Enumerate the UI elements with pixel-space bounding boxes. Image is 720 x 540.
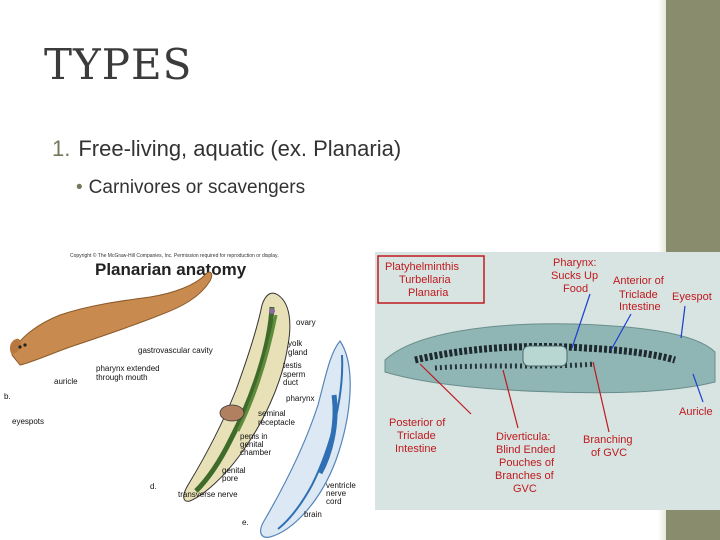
taxonomy-box	[377, 255, 485, 304]
label-anterior-2: Triclade	[619, 289, 658, 301]
arrow	[571, 293, 591, 349]
label-eyespot: Eyespot	[672, 291, 712, 303]
label-gastrovascular-cavity: gastrovascular cavity	[138, 346, 213, 355]
pharynx-shape	[219, 404, 245, 422]
planaria-head	[9, 338, 21, 355]
label-eyespots: eyespots	[12, 417, 44, 426]
label-genital-pore: genital	[222, 466, 246, 475]
label-penis-2: genital	[240, 440, 264, 449]
nervous-system-diagram	[260, 339, 351, 538]
planaria-micrograph: Platyhelminthis Turbellaria Planaria Pha…	[375, 252, 720, 510]
label-transverse-nerve: transverse nerve	[178, 490, 238, 499]
arrow	[419, 363, 472, 415]
gvc-branches	[414, 343, 677, 364]
label-diverticula-2: Blind Ended	[496, 444, 555, 456]
label-ventricle-nerve-cord: ventricle	[326, 481, 356, 490]
taxonomy-phylum: Platyhelminthis	[385, 261, 459, 273]
label-anterior: Anterior of	[613, 275, 665, 287]
label-diverticula: Diverticula:	[496, 431, 550, 443]
label-auricle: auricle	[54, 377, 78, 386]
label-branching-2: of GVC	[591, 447, 627, 459]
label-diverticula-4: Branches of	[495, 470, 555, 482]
label-penis: penis in	[240, 432, 268, 441]
taxonomy-class: Turbellaria	[399, 274, 451, 286]
planaria-photo	[11, 271, 213, 366]
pharynx-shape	[522, 345, 568, 367]
bullet-2: •Carnivores or scavengers	[76, 177, 305, 199]
arrow	[502, 369, 519, 429]
label-penis-3: chamber	[240, 448, 271, 457]
label-sperm-duct: sperm	[283, 370, 306, 379]
label-brain: brain	[304, 510, 322, 519]
label-diverticula-5: GVC	[513, 483, 537, 495]
arrow	[592, 361, 610, 433]
label-pharynx-extended: pharynx extended	[96, 364, 160, 373]
slide-title: TYPES	[44, 40, 193, 89]
label-pharynx-2: Sucks Up	[551, 270, 598, 282]
arrow	[610, 313, 632, 351]
label-sperm-duct-2: duct	[283, 378, 299, 387]
label-ventricle-nerve-cord-3: cord	[326, 497, 342, 506]
gut-branch	[194, 306, 275, 493]
bullet-1: 1. Free-living, aquatic (ex. Planaria)	[52, 136, 401, 162]
label-seminal-receptacle-2: receptacle	[258, 418, 295, 427]
annotation-arrows-blue	[571, 293, 704, 403]
label-b: b.	[4, 392, 11, 401]
eyespot-mark	[18, 345, 22, 349]
label-diverticula-3: Pouches of	[499, 457, 555, 469]
label-testis: testis	[283, 361, 302, 370]
label-posterior-2: Triclade	[397, 430, 436, 442]
label-pharynx-3: Food	[563, 283, 588, 295]
label-seminal-receptacle: seminal	[258, 409, 286, 418]
bullet-1-number: 1.	[52, 136, 71, 161]
label-pharynx-extended-2: through mouth	[96, 373, 148, 382]
bullet-1-text: Free-living, aquatic (ex. Planaria)	[78, 136, 402, 161]
label-pharynx: Pharynx:	[553, 257, 596, 269]
label-genital-pore-2: pore	[222, 474, 239, 483]
label-branching: Branching	[583, 434, 633, 446]
copyright-note: Copyright © The McGraw-Hill Companies, I…	[70, 252, 279, 259]
label-ventricle-nerve-cord-2: nerve	[326, 489, 347, 498]
label-posterior-3: Intestine	[395, 443, 437, 455]
label-ovary: ovary	[296, 318, 316, 327]
gvc-branches	[434, 361, 596, 371]
label-yolk-gland-2: gland	[288, 348, 308, 357]
label-pharynx: pharynx	[286, 394, 314, 403]
label-e: e.	[242, 518, 249, 527]
label-anterior-3: Intestine	[619, 301, 661, 313]
arrow	[692, 373, 704, 403]
bullet-2-text: Carnivores or scavengers	[88, 177, 306, 198]
bullet-dot-icon: •	[76, 177, 83, 198]
digestive-diagram	[183, 292, 291, 502]
taxonomy-genus: Planaria	[408, 287, 449, 299]
eyespot-mark	[23, 343, 27, 347]
figure-heading: Planarian anatomy	[95, 260, 247, 279]
label-auricle: Auricle	[679, 406, 713, 418]
annotation-arrows	[419, 361, 610, 433]
label-posterior: Posterior of	[389, 417, 446, 429]
nerve-cord-thick	[317, 394, 338, 475]
nerve-cord	[277, 354, 344, 530]
label-yolk-gland: yolk	[288, 339, 303, 348]
arrow	[680, 305, 686, 339]
planarian-anatomy-diagram: Copyright © The McGraw-Hill Companies, I…	[4, 252, 356, 538]
ovary-shape	[269, 308, 275, 314]
gut-branch	[236, 314, 278, 432]
label-d: d.	[150, 482, 157, 491]
